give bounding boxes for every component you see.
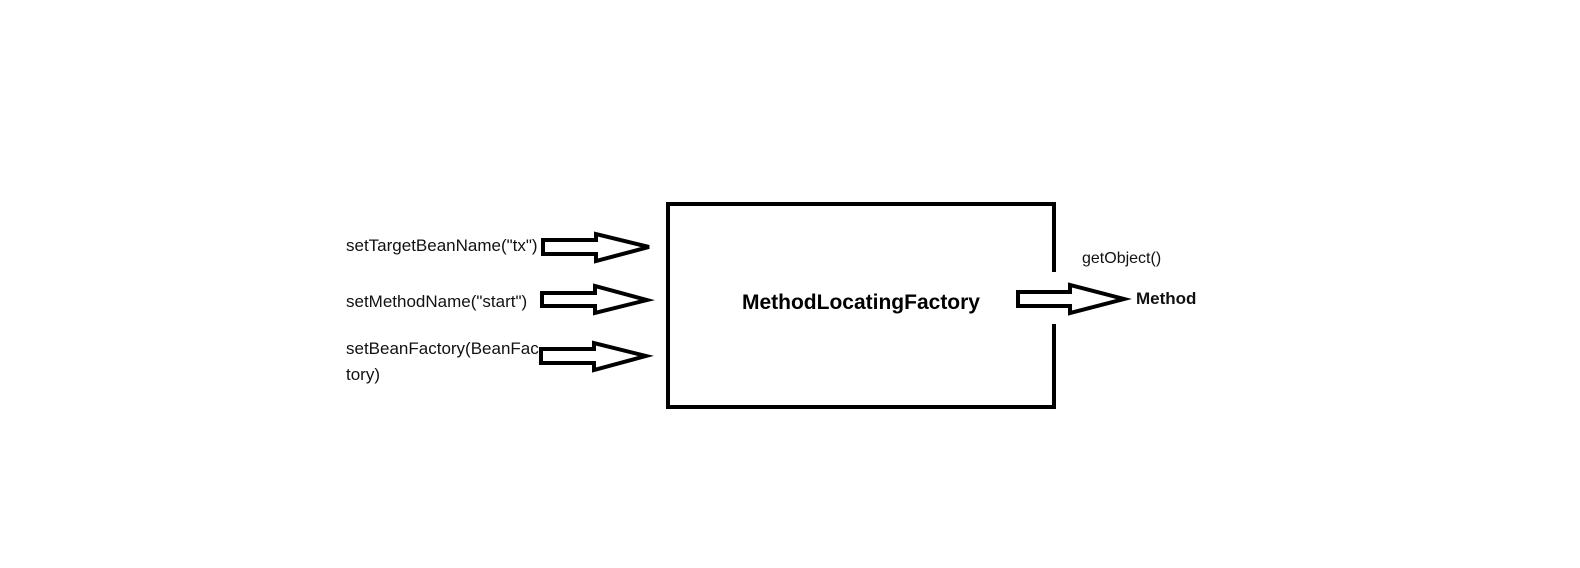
input-label-set-target-bean-name: setTargetBeanName("tx")	[346, 236, 538, 255]
input-arrow-method-name	[540, 283, 655, 316]
factory-box-title: MethodLocatingFactory	[741, 291, 980, 314]
input-label-set-bean-factory-line-2: tory)	[346, 365, 380, 384]
factory-box-border	[666, 202, 1056, 409]
input-label-set-bean-factory-line-1: setBeanFactory(BeanFac	[346, 339, 539, 358]
factory-box	[666, 202, 1056, 409]
input-arrow-bean-factory	[539, 340, 654, 373]
output-arrow	[1016, 282, 1132, 316]
input-label-set-method-name: setMethodName("start")	[346, 292, 528, 311]
output-result-label: Method	[1136, 289, 1197, 308]
input-label-set-bean-factory: setBeanFactory(BeanFac tory)	[346, 336, 539, 388]
output-call-label: getObject()	[1082, 250, 1162, 267]
input-arrow-target-bean-name	[541, 231, 650, 264]
